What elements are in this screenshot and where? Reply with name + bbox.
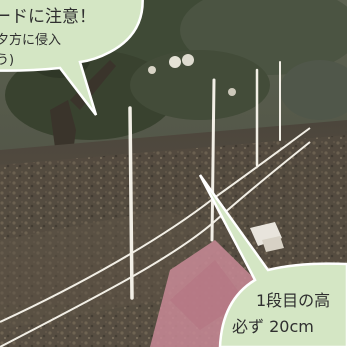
fence-posts [128,61,281,300]
callout-bottom-right-line1: 1段目の高 [256,291,331,310]
callout-top-left-line3: う) [0,53,15,68]
callout-bottom-right [198,174,347,347]
callout-bottom-right-line2: 必ず 20cm [232,317,314,336]
fence-wires [0,127,311,347]
fruits [148,54,236,96]
callout-top-left [0,0,144,116]
debris [250,222,284,252]
callout-top-left-line2: 夕方に侵入 [0,33,62,48]
callout-top-left-line1: ードに注意！ [0,7,96,27]
